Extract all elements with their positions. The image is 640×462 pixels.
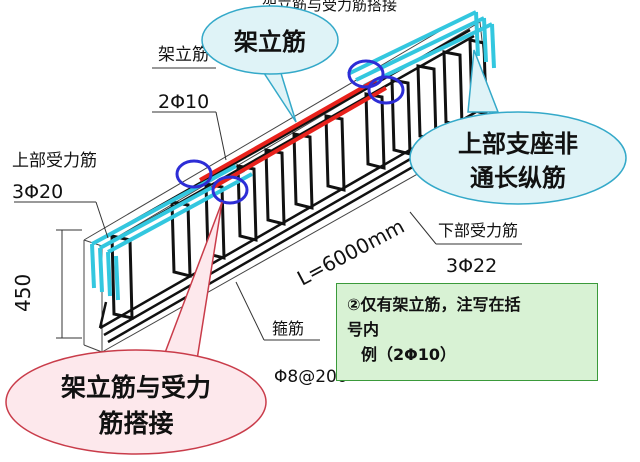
support-callout-line1: 上部支座非 [458, 130, 578, 158]
label-top-bar: 上部受力筋 [12, 151, 97, 171]
label-erection-spec: 2Φ10 [158, 91, 209, 113]
erection-callout-bubble [201, 5, 339, 75]
annotation-note: ②仅有架立筋，注写在括 号内 例（2Φ10） [336, 283, 598, 381]
support-callout-pointer [467, 49, 500, 113]
lap-markers [175, 59, 405, 205]
erection-callout-text: 架立筋 [234, 28, 306, 56]
label-stirrup-spec: Φ8@200 [274, 367, 348, 387]
lap-callout: 架立筋与受力 筋搭接 [5, 201, 267, 455]
erection-callout: 架立筋 [201, 5, 339, 123]
label-bottom-bar: 下部受力筋 [438, 221, 518, 240]
erection-bars [199, 78, 387, 190]
note-line-2: 号内 [347, 320, 380, 339]
lap-callout-pointer [158, 201, 223, 367]
leaders [14, 67, 522, 341]
right-support-bars [347, 10, 496, 88]
lap-callout-line2: 筋搭接 [98, 409, 173, 438]
support-callout-line2: 通长纵筋 [470, 164, 566, 192]
support-callout: 上部支座非 通长纵筋 [409, 49, 627, 205]
note-line-3: 例（2Φ10） [361, 345, 457, 364]
lap-callout-line1: 架立筋与受力 [61, 373, 211, 402]
label-stirrup: 箍筋 [272, 319, 304, 338]
label-erection-bar: 架立筋 [158, 45, 209, 65]
label-height: 450 [11, 274, 35, 312]
support-callout-bubble [409, 111, 627, 205]
erection-callout-pointer [260, 69, 297, 123]
note-line-1: ②仅有架立筋，注写在括 [347, 295, 521, 314]
lap-callout-bubble [5, 349, 267, 455]
label-top-spec: 3Φ20 [12, 181, 63, 203]
label-bottom-spec: 3Φ22 [446, 255, 497, 277]
left-support-bars [90, 164, 253, 301]
